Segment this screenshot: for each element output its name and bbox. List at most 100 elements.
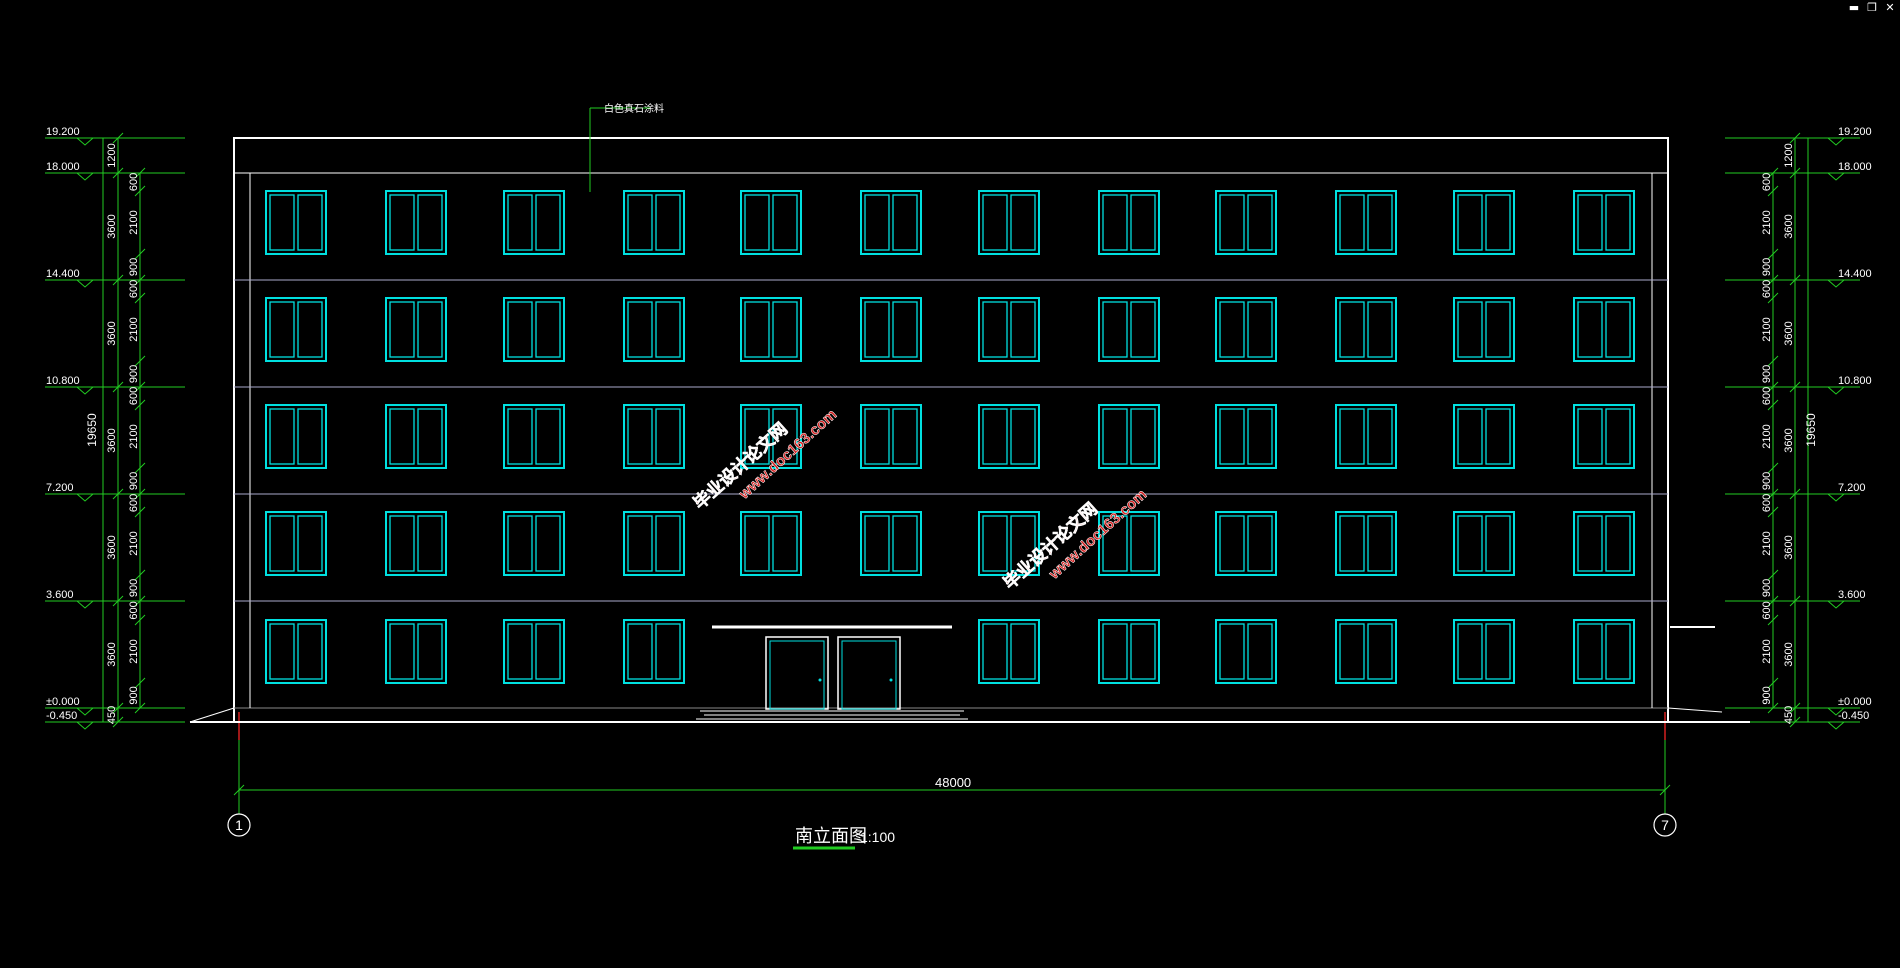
dim-tick: [1789, 381, 1801, 393]
plinth-slope-left: [189, 707, 235, 723]
dim-label: 600: [1761, 494, 1773, 512]
window-frame: [507, 194, 533, 251]
level-label: ±0.000: [1838, 696, 1872, 708]
window: [978, 190, 1040, 255]
window: [1573, 404, 1635, 469]
window-frame: [1215, 190, 1277, 255]
window-frame: [1010, 408, 1036, 465]
dim-tick: [112, 595, 124, 607]
window: [1453, 511, 1515, 576]
window: [860, 190, 922, 255]
window-frame: [1457, 623, 1483, 680]
window-frame: [1367, 408, 1393, 465]
dim-tick: [134, 702, 146, 714]
window-frame: [1010, 623, 1036, 680]
window-frame: [1605, 408, 1631, 465]
window-frame: [772, 301, 798, 358]
window-frame: [1485, 301, 1511, 358]
level-triangle: [1827, 707, 1845, 716]
dim-tick: [134, 399, 146, 411]
window: [860, 297, 922, 362]
building-outline: [233, 137, 1669, 723]
dim-tick: [1767, 595, 1779, 607]
window-frame: [1102, 301, 1128, 358]
window: [978, 511, 1040, 576]
total-height-label-right: 19650: [1804, 413, 1818, 447]
window-frame: [535, 194, 561, 251]
window-frame: [389, 623, 415, 680]
dim-label: 2100: [128, 317, 140, 341]
door-handle: [889, 678, 893, 682]
window-frame: [297, 194, 323, 251]
window: [1098, 404, 1160, 469]
level-triangle: [76, 493, 94, 502]
level-label: -0.450: [1838, 710, 1869, 722]
window-frame: [860, 297, 922, 362]
window: [740, 511, 802, 576]
window-frame: [1215, 297, 1277, 362]
dim-label: 3600: [106, 321, 118, 345]
window-frame: [1010, 301, 1036, 358]
window: [1453, 297, 1515, 362]
dim-tick: [1789, 716, 1801, 728]
dim-label: 3600: [1783, 535, 1795, 559]
window: [1453, 404, 1515, 469]
overall-width-label: 48000: [935, 775, 971, 790]
dim-label: 600: [1761, 601, 1773, 619]
level-label: 14.400: [1838, 268, 1872, 280]
window-frame: [864, 301, 890, 358]
window-frame: [655, 515, 681, 572]
window-frame: [1335, 404, 1397, 469]
dim-label: 2100: [1761, 317, 1773, 341]
dim-tick: [1767, 381, 1779, 393]
dim-label: 900: [1761, 258, 1773, 276]
window-frame: [507, 408, 533, 465]
window-frame: [417, 515, 443, 572]
level-label: 7.200: [46, 482, 74, 494]
window-frame: [385, 190, 447, 255]
window-frame: [1605, 301, 1631, 358]
window-frame: [1367, 301, 1393, 358]
window-frame: [1573, 404, 1635, 469]
dim-tick: [1767, 185, 1779, 197]
window: [1215, 404, 1277, 469]
dim-tick: [1767, 274, 1779, 286]
restore-icon[interactable]: ❐: [1867, 1, 1877, 14]
dim-tick: [112, 702, 124, 714]
window-frame: [265, 511, 327, 576]
dim-label: 2100: [128, 424, 140, 448]
window-frame: [623, 511, 685, 576]
window: [1335, 297, 1397, 362]
window: [860, 511, 922, 576]
window: [385, 404, 447, 469]
window-frame: [1577, 408, 1603, 465]
window: [623, 404, 685, 469]
window-frame: [1367, 194, 1393, 251]
close-icon[interactable]: ✕: [1885, 1, 1895, 14]
window: [740, 190, 802, 255]
level-triangle: [76, 172, 94, 181]
window-frame: [1098, 297, 1160, 362]
window: [740, 297, 802, 362]
level-label: ±0.000: [46, 696, 80, 708]
entrance-door-right: [837, 636, 901, 710]
window-frame: [265, 619, 327, 684]
dim-label: 3600: [1783, 428, 1795, 452]
window-frame: [1130, 515, 1156, 572]
window: [1573, 297, 1635, 362]
window-frame: [655, 623, 681, 680]
minimize-icon[interactable]: ▬: [1848, 1, 1860, 14]
level-triangle: [76, 279, 94, 288]
window-frame: [1339, 301, 1365, 358]
window: [1335, 404, 1397, 469]
window-frame: [417, 408, 443, 465]
left-total-height: 19650: [85, 413, 99, 447]
axis-bubble-7: 7: [1653, 813, 1677, 837]
window-frame: [1339, 515, 1365, 572]
window-frame: [982, 515, 1008, 572]
dim-tick: [112, 167, 124, 179]
window-frame: [978, 619, 1040, 684]
window-frame: [627, 623, 653, 680]
dim-tick: [134, 488, 146, 500]
level-triangle: [1827, 600, 1845, 609]
